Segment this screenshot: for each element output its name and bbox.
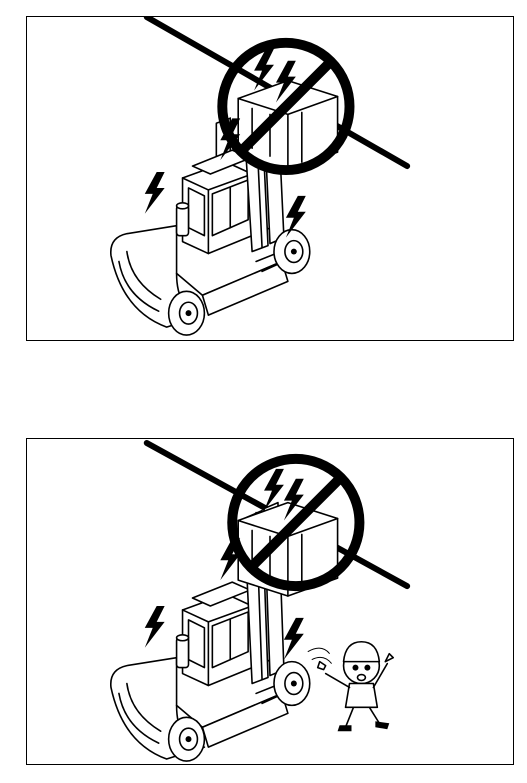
lightning-bolt-icon xyxy=(144,48,306,238)
prohibition-circle-icon xyxy=(217,37,355,176)
forklift-powerline-illustration xyxy=(110,17,411,336)
wheel-rear xyxy=(167,716,206,762)
wheel-front xyxy=(273,228,311,275)
wheel-front xyxy=(273,660,311,707)
worker-figure xyxy=(307,640,395,732)
forklift-powerline-worker-illustration xyxy=(109,439,411,762)
wheel-rear xyxy=(167,290,206,336)
lightning-bolt-icon xyxy=(144,468,304,660)
forklift xyxy=(109,501,339,762)
illustration-panel-bottom xyxy=(26,438,514,765)
illustration-panel-top xyxy=(26,16,514,341)
prohibition-circle-icon xyxy=(227,453,365,592)
forklift xyxy=(110,79,339,336)
